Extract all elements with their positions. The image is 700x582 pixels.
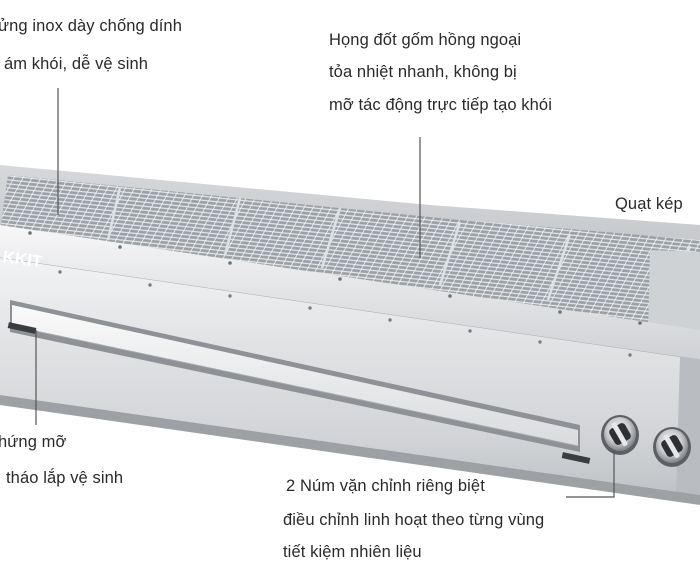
leader-knobs xyxy=(566,450,615,498)
leader-lines xyxy=(35,88,615,498)
grate-annotation-line1: ửng inox dày chống dính xyxy=(0,17,182,35)
knob-right xyxy=(653,427,691,467)
fan-annotation-line1: Quạt kép xyxy=(615,195,683,213)
knobs-annotation-line2: điều chỉnh linh hoạt theo từng vùng xyxy=(283,511,545,529)
burner-annotation-line2: tỏa nhiệt nhanh, không bị xyxy=(329,63,517,81)
knob-left xyxy=(601,415,639,455)
control-knobs xyxy=(601,415,691,467)
grease-annotation-line2: tháo lắp vệ sinh xyxy=(6,469,124,487)
grate-annotation-line2: ám khói, dễ vệ sinh xyxy=(4,55,149,73)
knobs-annotation-line3: tiết kiệm nhiên liệu xyxy=(283,543,422,561)
grease-annotation-line1: hứng mỡ xyxy=(0,433,67,451)
burner-annotation-line3: mỡ tác động trực tiếp tạo khói xyxy=(329,96,552,114)
burner-annotation-line1: Họng đốt gốm hồng ngoại xyxy=(329,31,522,49)
knobs-annotation-line1: 2 Núm vặn chỉnh riêng biệt xyxy=(286,477,485,495)
grill-body xyxy=(0,165,700,505)
